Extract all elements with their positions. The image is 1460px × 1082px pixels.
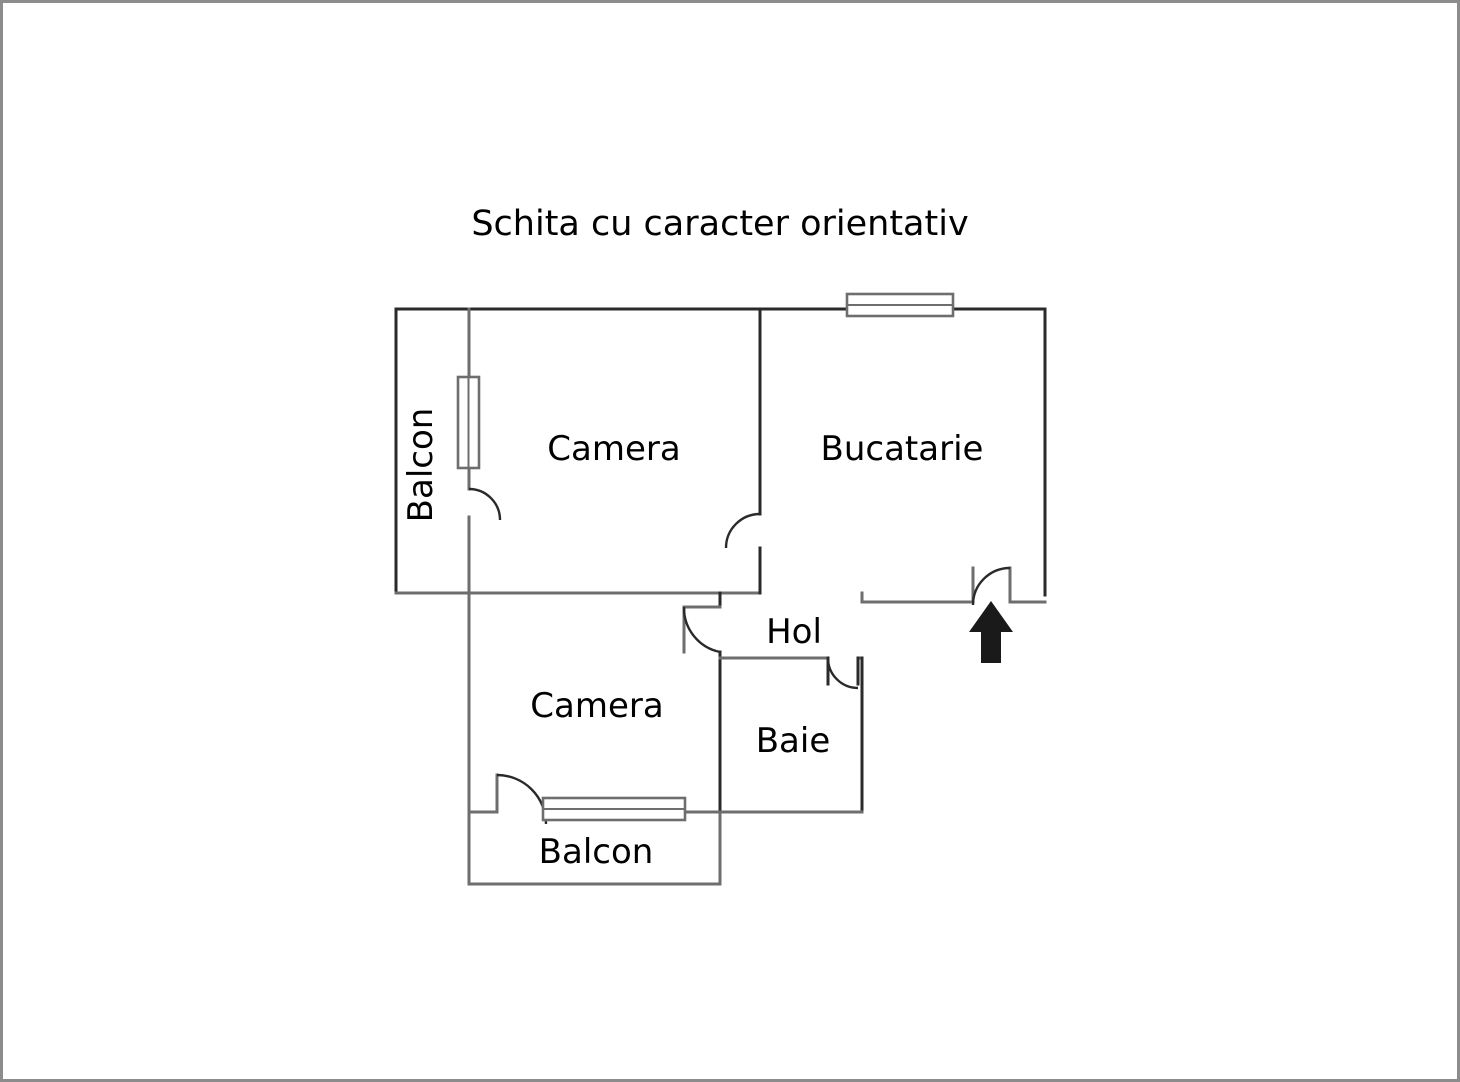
window-bucatarie [845, 292, 955, 318]
window-balcon-left [456, 375, 481, 470]
room-label-camera-top: Camera [547, 429, 680, 469]
door-balcon-top-left [468, 487, 502, 521]
door-camera-bucatarie [724, 512, 761, 549]
door-entrance [971, 566, 1011, 606]
room-label-baie: Baie [756, 721, 831, 761]
room-label-balcon-bottom: Balcon [539, 832, 654, 872]
door-camera-hol [682, 606, 721, 654]
plan-title: Schita cu caracter orientativ [471, 204, 968, 244]
room-label-hol: Hol [766, 612, 822, 652]
windows-group [456, 292, 955, 822]
door-balcon-bottom [496, 773, 548, 825]
walls-group [394, 307, 1047, 886]
door-baie [826, 657, 859, 690]
entrance-arrow-group [969, 601, 1013, 663]
entrance-arrow [969, 601, 1013, 663]
room-label-balcon-top-left: Balcon [401, 408, 441, 523]
window-balcon-bottom [541, 796, 687, 822]
room-label-camera-bottom: Camera [530, 686, 663, 726]
room-label-bucatarie: Bucatarie [821, 429, 984, 469]
